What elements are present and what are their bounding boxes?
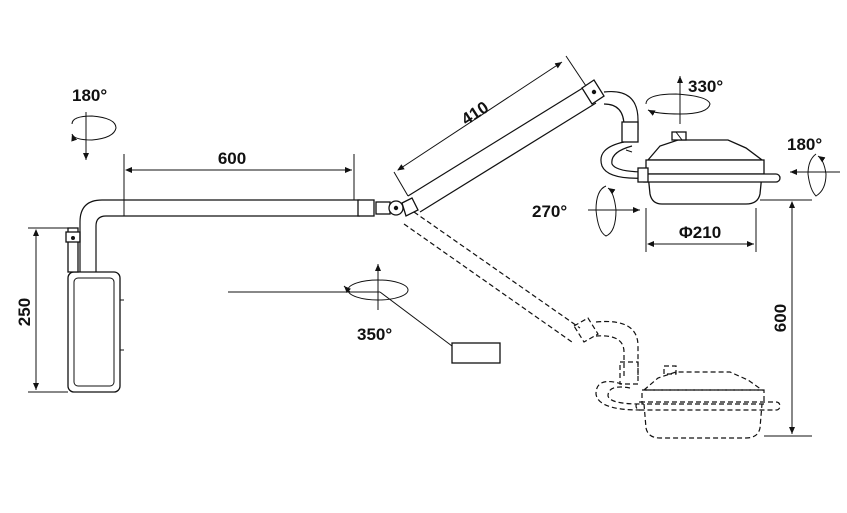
mount-height-value: 250 (15, 298, 34, 326)
dimension-horizontal-arm: 600 (123, 149, 355, 200)
lamp-head-upper (637, 131, 781, 205)
rotation-head-right: 180° (787, 135, 840, 197)
head-top-rotation: 330° (688, 77, 723, 96)
rotation-head-side: 270° (532, 185, 640, 237)
head-right-rotation: 180° (787, 135, 822, 154)
lamp-head-lower (635, 365, 781, 439)
vertical-drop-value: 600 (771, 304, 790, 332)
lamp-diameter-value: Φ210 (679, 223, 721, 242)
spring-arm-length: 410 (458, 98, 492, 129)
spring-arm-lower (403, 211, 641, 411)
central-rotation: 350° (357, 325, 392, 344)
wall-mount-rotation: 180° (72, 86, 107, 105)
dimension-mount-height: 250 (15, 227, 68, 393)
spring-arm-upper (407, 79, 647, 213)
dimension-lamp-diameter: Φ210 (645, 208, 757, 252)
head-side-rotation: 270° (532, 202, 567, 221)
dimension-vertical-drop: 600 (760, 199, 812, 437)
dimension-spring-arm: 410 (393, 55, 587, 197)
rotation-central: 350° (343, 264, 409, 344)
pivot-rotation-bracket (228, 291, 501, 364)
rotation-head-top: 330° (645, 76, 723, 124)
horizontal-arm-length: 600 (218, 149, 246, 168)
horizontal-arm (79, 197, 419, 272)
wall-mount (65, 227, 124, 393)
rotation-wall-mount: 180° (71, 86, 117, 160)
